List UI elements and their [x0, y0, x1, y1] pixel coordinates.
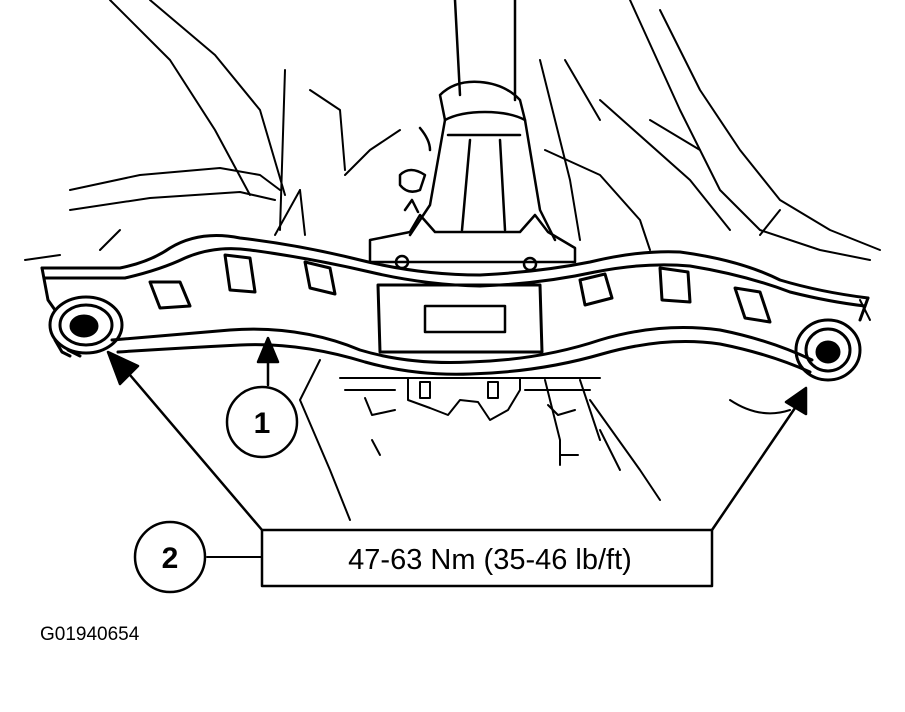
- lower-bracket: [299, 359, 791, 521]
- callout-2-circle: [133, 520, 207, 594]
- torque-leader-right: [710, 386, 808, 532]
- torque-spec-box: [260, 528, 714, 588]
- figure-id-label: G01940654: [40, 624, 140, 645]
- callout-2-number: 2: [162, 542, 179, 575]
- left-mount-bushing: [48, 295, 124, 358]
- right-mount-bushing: [794, 318, 862, 382]
- callout-1-circle: [225, 385, 299, 459]
- torque-leader-left: [106, 350, 264, 532]
- torque-spec-label: 47-63 Nm (35-46 lb/ft): [348, 544, 632, 576]
- transmission-housing: [368, 0, 577, 272]
- callout-1-number: 1: [254, 407, 271, 440]
- callout-1-leader: [256, 336, 280, 387]
- crossmember-beam: [40, 234, 870, 376]
- vehicle-body-lines: [24, 0, 881, 321]
